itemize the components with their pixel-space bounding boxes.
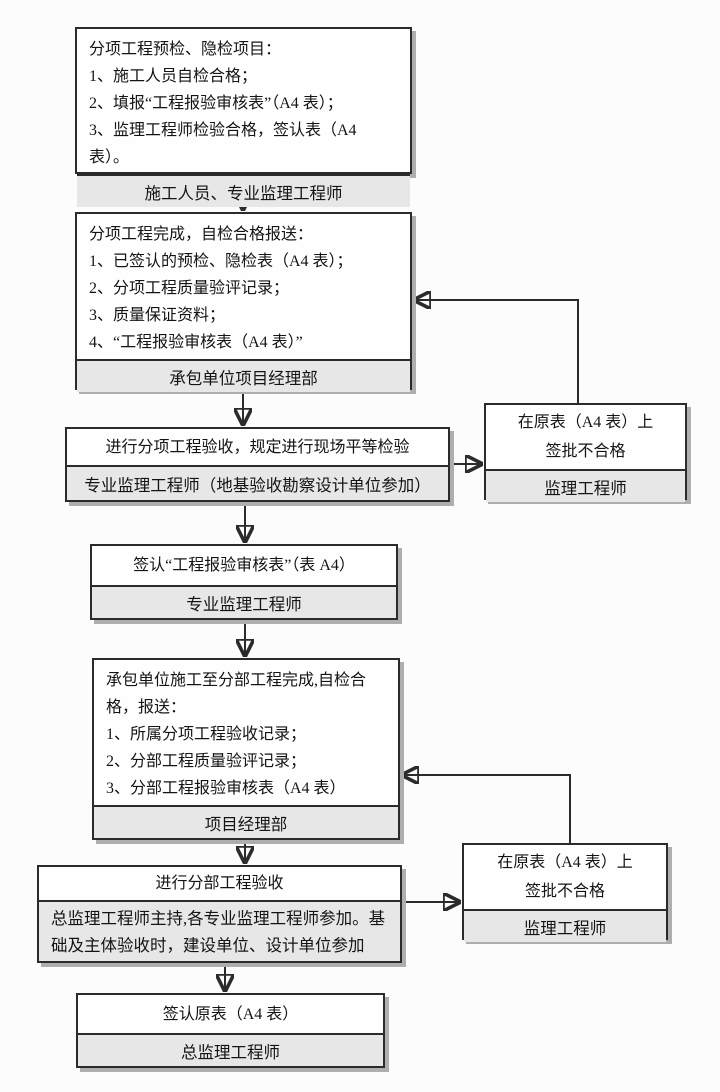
connector-reject1-step2-feedback <box>413 300 579 403</box>
step1-body: 分项工程预检、隐检项目： 1、施工人员自检合格； 2、填报“工程报验审核表”（A… <box>77 29 410 174</box>
step5-line-0: 承包单位施工至分部工程完成,自检合格，报送： <box>106 672 367 716</box>
step7-title: 签认原表（A4 表） <box>162 1005 299 1023</box>
step2-line-3: 3、质量保证资料； <box>89 307 226 324</box>
reject1-line-0: 在原表（A4 表）上 <box>517 414 654 431</box>
step5-body: 承包单位施工至分部工程完成,自检合格，报送： 1、所属分项工程验收记录； 2、分… <box>94 660 398 805</box>
step1-line-0: 分项工程预检、隐检项目： <box>89 41 282 58</box>
reject1-box: 在原表（A4 表）上 签批不合格 监理工程师 <box>484 403 687 502</box>
step6-box: 进行分部工程验收 总监理工程师主持,各专业监理工程师参加。基础及主体验收时，建设… <box>37 865 402 963</box>
connector-reject2-step5-feedback <box>401 775 571 843</box>
step7-box: 签认原表（A4 表） 总监理工程师 <box>76 993 385 1068</box>
step5-box: 承包单位施工至分部工程完成,自检合格，报送： 1、所属分项工程验收记录； 2、分… <box>92 658 400 840</box>
step1-line-1: 1、施工人员自检合格； <box>89 68 258 85</box>
step7-responsible: 总监理工程师 <box>78 1033 383 1066</box>
step2-line-2: 2、分项工程质量验评记录； <box>89 280 290 297</box>
reject2-responsible: 监理工程师 <box>464 909 666 942</box>
step2-line-4: 4、“工程报验审核表（A4 表）” <box>89 334 303 351</box>
reject1-body: 在原表（A4 表）上 签批不合格 <box>486 405 685 469</box>
step1-responsible: 施工人员、专业监理工程师 <box>77 174 410 207</box>
step3-responsible: 专业监理工程师（地基验收勘察设计单位参加） <box>67 465 448 500</box>
step3-title: 进行分项工程验收，规定进行现场平等检验 <box>105 438 410 456</box>
step5-line-2: 2、分部工程质量验评记录； <box>106 753 307 770</box>
reject1-responsible: 监理工程师 <box>486 469 685 502</box>
step5-line-1: 1、所属分项工程验收记录； <box>106 726 307 743</box>
step4-box: 签认“工程报验审核表”（表 A4） 专业监理工程师 <box>90 544 398 620</box>
step3-box: 进行分项工程验收，规定进行现场平等检验 专业监理工程师（地基验收勘察设计单位参加… <box>65 427 450 502</box>
step5-responsible: 项目经理部 <box>94 805 398 838</box>
reject2-line-1: 签批不合格 <box>524 883 605 900</box>
step2-responsible: 承包单位项目经理部 <box>77 359 410 392</box>
step6-title: 进行分部工程验收 <box>155 875 284 892</box>
step5-line-3: 3、分部工程报验审核表（A4 表） <box>106 780 346 797</box>
step2-box: 分项工程完成，自检合格报送： 1、已签认的预检、隐检表（A4 表）； 2、分项工… <box>75 212 412 392</box>
step4-responsible: 专业监理工程师 <box>92 585 396 618</box>
step2-line-0: 分项工程完成，自检合格报送： <box>89 226 314 243</box>
reject1-line-1: 签批不合格 <box>545 443 626 460</box>
step6-responsible: 总监理工程师主持,各专业监理工程师参加。基础及主体验收时，建设单位、设计单位参加 <box>39 900 400 961</box>
reject2-line-0: 在原表（A4 表）上 <box>497 854 633 871</box>
step1-box: 分项工程预检、隐检项目： 1、施工人员自检合格； 2、填报“工程报验审核表”（A… <box>75 27 412 207</box>
step2-line-1: 1、已签认的预检、隐检表（A4 表）； <box>89 253 353 270</box>
step1-line-2: 2、填报“工程报验审核表”（A4 表）； <box>89 95 343 112</box>
step1-line-3: 3、监理工程师检验合格，签认表（A4 表）。 <box>89 122 357 166</box>
step2-body: 分项工程完成，自检合格报送： 1、已签认的预检、隐检表（A4 表）； 2、分项工… <box>77 214 410 359</box>
reject2-body: 在原表（A4 表）上 签批不合格 <box>464 845 666 909</box>
step4-title: 签认“工程报验审核表”（表 A4） <box>133 557 355 574</box>
reject2-box: 在原表（A4 表）上 签批不合格 监理工程师 <box>462 843 668 942</box>
